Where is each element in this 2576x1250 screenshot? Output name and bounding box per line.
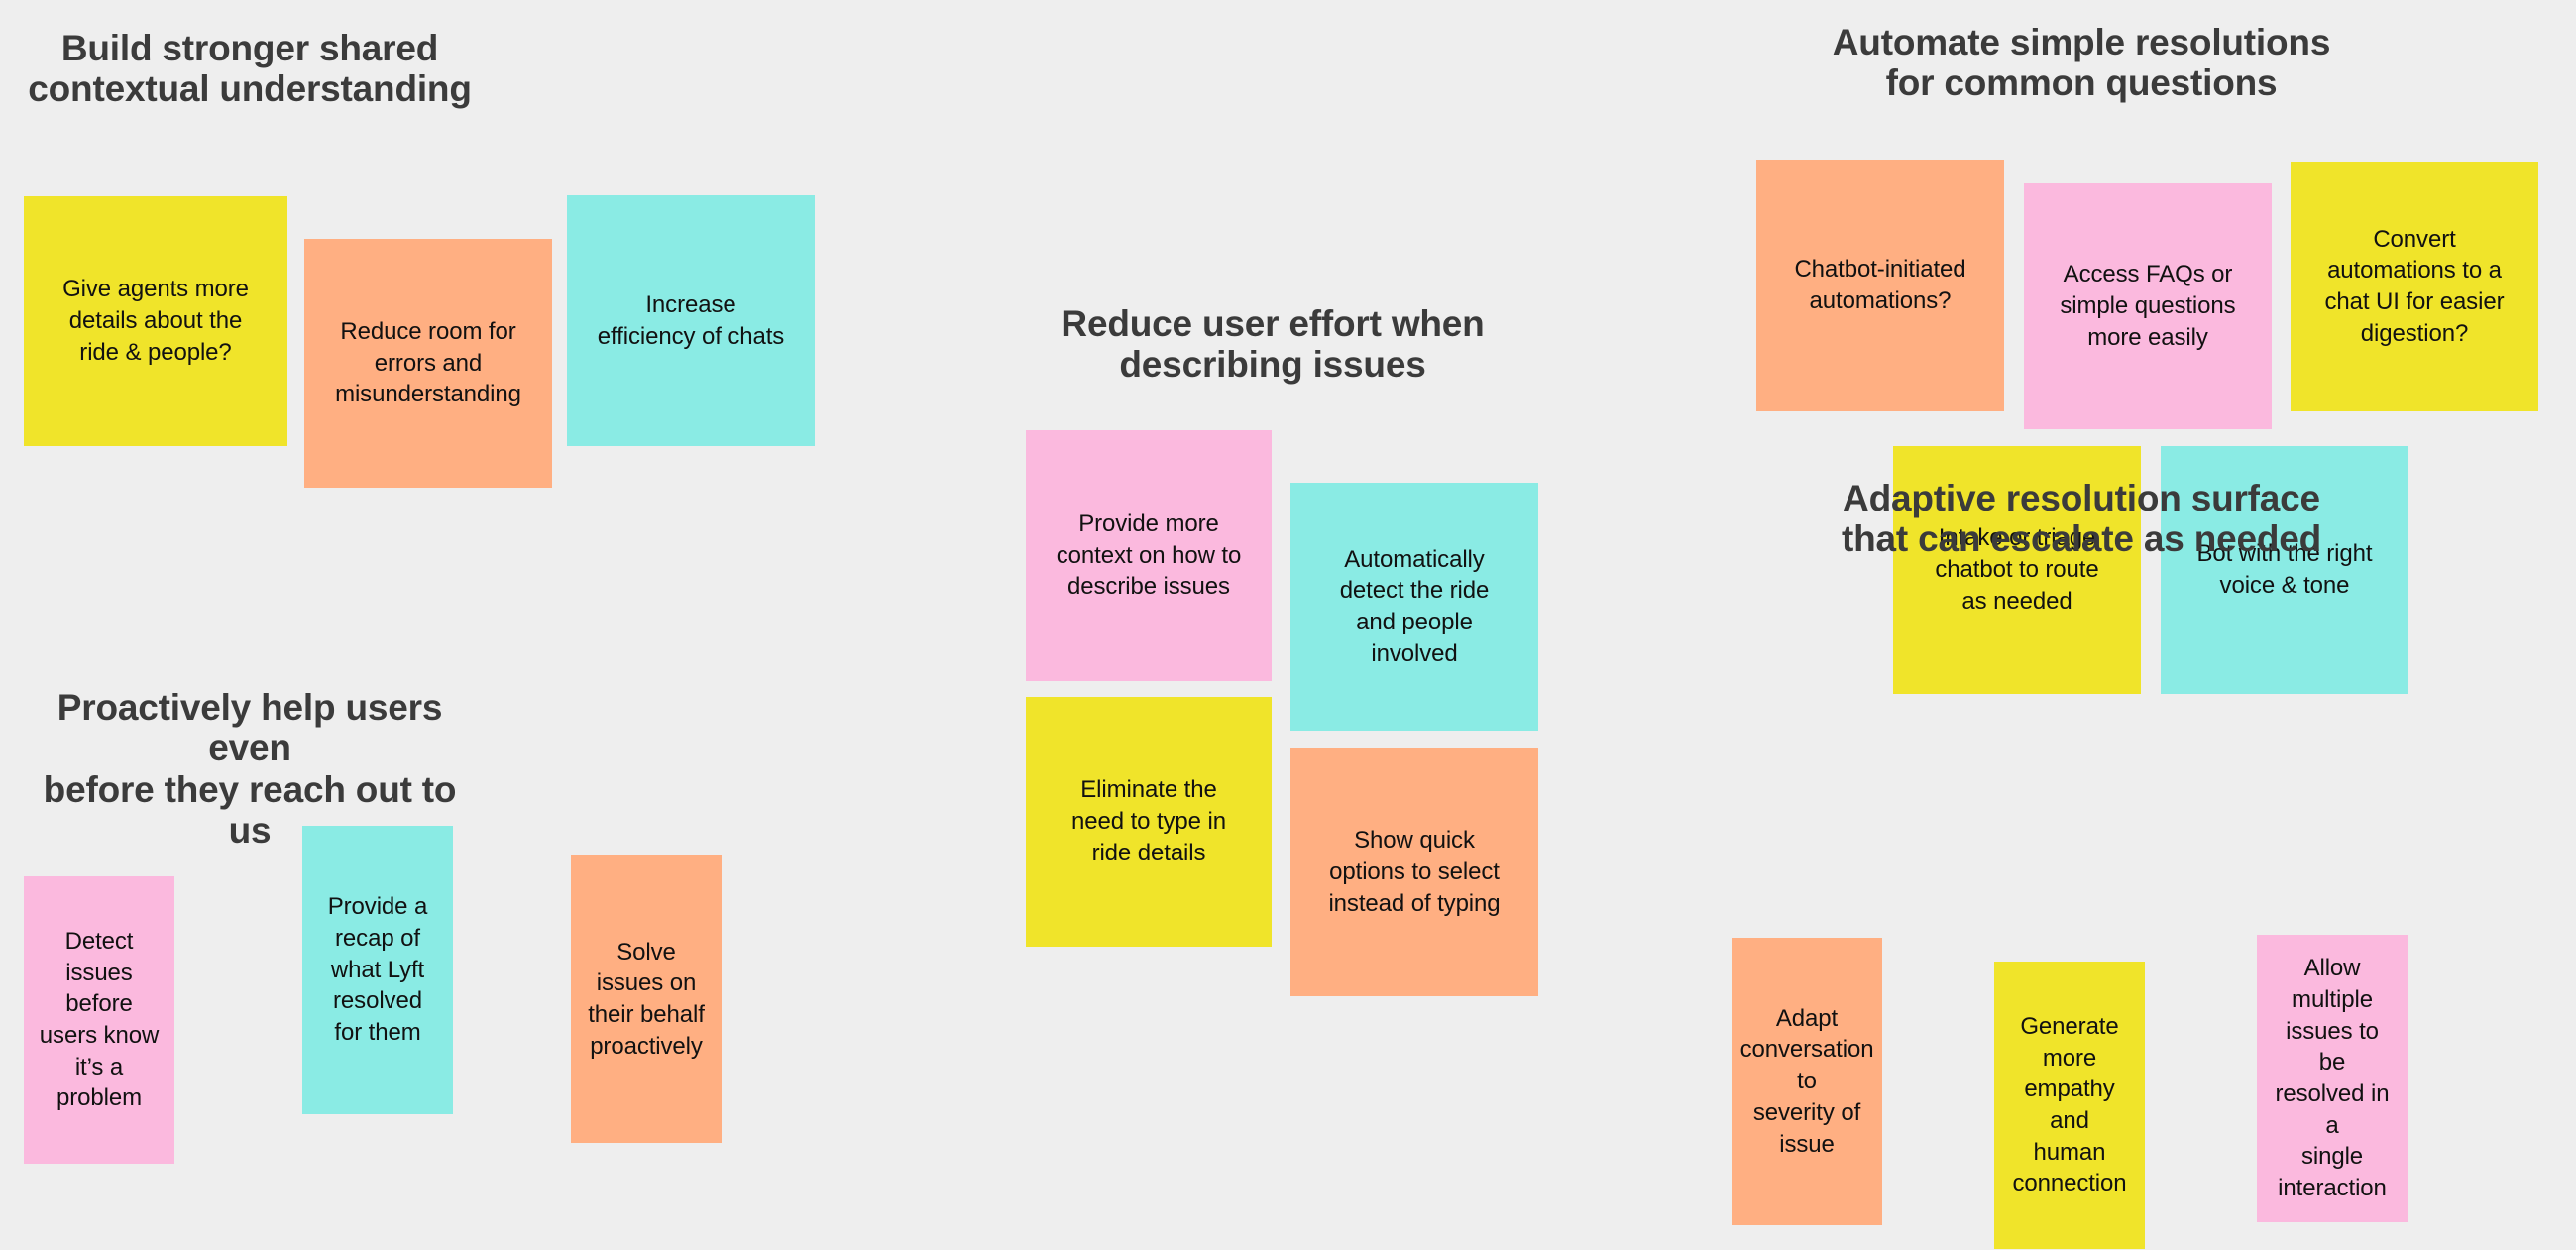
sticky-note[interactable]: Access FAQs or simple questions more eas… bbox=[2024, 183, 2272, 429]
sticky-note[interactable]: Automatically detect the ride and people… bbox=[1290, 483, 1538, 731]
sticky-note[interactable]: Provide more context on how to describe … bbox=[1026, 430, 1272, 681]
cluster-title-reduce-user-effort: Reduce user effort when describing issue… bbox=[1061, 303, 1485, 386]
sticky-note[interactable]: Provide a recap of what Lyft resolved fo… bbox=[302, 826, 453, 1114]
sticky-note[interactable]: Give agents more details about the ride … bbox=[24, 196, 287, 446]
cluster-title-adaptive-resolution-surface: Adaptive resolution surface that can esc… bbox=[1841, 478, 2322, 560]
sticky-note[interactable]: Solve issues on their behalf proactively bbox=[571, 855, 722, 1143]
sticky-note[interactable]: Chatbot-initiated automations? bbox=[1756, 160, 2004, 411]
sticky-note[interactable]: Bot with the right voice & tone bbox=[2161, 446, 2408, 694]
sticky-note[interactable]: Allow multiple issues to be resolved in … bbox=[2257, 935, 2408, 1222]
sticky-note[interactable]: Show quick options to select instead of … bbox=[1290, 748, 1538, 996]
sticky-note[interactable]: Adapt conversation to severity of issue bbox=[1732, 938, 1882, 1225]
sticky-note[interactable]: Convert automations to a chat UI for eas… bbox=[2291, 162, 2538, 411]
sticky-note[interactable]: Generate more empathy and human connecti… bbox=[1994, 962, 2145, 1249]
cluster-title-build-stronger-shared-contextual-understanding: Build stronger shared contextual underst… bbox=[28, 28, 472, 110]
cluster-title-automate-simple-resolutions: Automate simple resolutions for common q… bbox=[1832, 22, 2331, 104]
sticky-note[interactable]: Detect issues before users know it’s a p… bbox=[24, 876, 174, 1164]
sticky-note[interactable]: Eliminate the need to type in ride detai… bbox=[1026, 697, 1272, 947]
cluster-title-proactively-help-users: Proactively help users even before they … bbox=[43, 687, 457, 852]
sticky-note[interactable]: Increase efficiency of chats bbox=[567, 195, 815, 446]
sticky-note[interactable]: Reduce room for errors and misunderstand… bbox=[304, 239, 552, 488]
sticky-note[interactable]: Intake or triage chatbot to route as nee… bbox=[1893, 446, 2141, 694]
